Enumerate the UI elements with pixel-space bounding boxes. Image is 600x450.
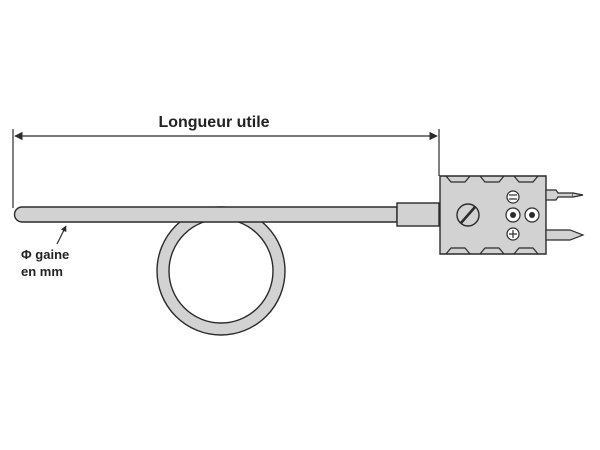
cable-coil — [156, 206, 286, 336]
sheath-diameter-callout: Φ gaine en mm — [21, 225, 69, 279]
callout-leader — [56, 225, 67, 245]
length-label: Longueur utile — [158, 114, 269, 131]
transition-sleeve — [396, 202, 440, 227]
minus-terminal-icon — [506, 190, 520, 204]
sheath-label-line1: Φ gaine — [21, 247, 69, 262]
terminal-contact-left — [505, 207, 521, 223]
sheath-probe — [13, 206, 398, 223]
length-dimension: Longueur utile — [12, 114, 440, 208]
pin-bottom — [545, 229, 585, 241]
sheath-label-line2: en mm — [21, 264, 63, 279]
plus-terminal-icon — [506, 227, 520, 241]
pin-top — [545, 189, 584, 201]
terminal-contact-right — [524, 207, 540, 223]
slotted-screw-icon — [456, 203, 480, 227]
